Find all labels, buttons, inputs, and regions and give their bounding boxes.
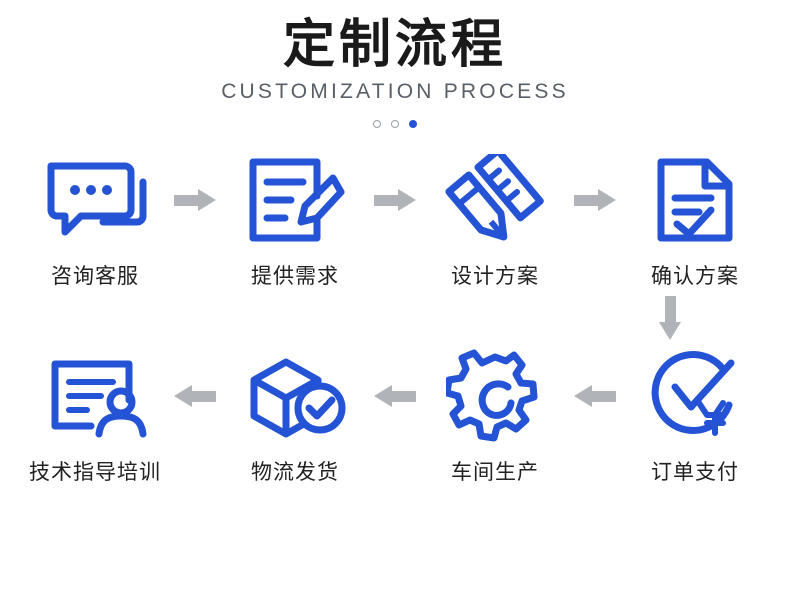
page-title: 定制流程	[282, 15, 507, 75]
arrow-left-icon	[570, 346, 620, 446]
process-row-2: 技术指导培训 物流发货	[0, 346, 790, 486]
pen-ruler-icon	[443, 150, 547, 250]
document-check-icon	[647, 150, 743, 250]
step-label: 设计方案	[451, 264, 539, 289]
step-label: 技术指导培训	[29, 460, 161, 485]
step-label: 提供需求	[251, 264, 339, 289]
document-pencil-icon	[245, 150, 345, 250]
step-logistics-shipping: 物流发货	[220, 346, 370, 486]
box-check-icon	[242, 346, 348, 446]
step-order-payment: 订单支付	[620, 346, 770, 486]
page-subtitle: CUSTOMIZATION PROCESS	[221, 80, 569, 104]
process-flow: 咨询客服 提供需求	[0, 150, 790, 486]
certificate-person-icon	[43, 346, 147, 446]
step-label: 物流发货	[251, 460, 339, 485]
process-row-1: 咨询客服 提供需求	[0, 150, 790, 290]
step-label: 咨询客服	[51, 264, 139, 289]
step-label: 确认方案	[651, 264, 739, 289]
dot-outline-icon	[373, 120, 381, 129]
arrow-right-icon	[170, 150, 220, 250]
step-design-plan: 设计方案	[420, 150, 570, 290]
dot-outline-icon	[391, 120, 399, 129]
step-workshop-production: 车间生产	[420, 346, 570, 486]
step-consult-service: 咨询客服	[20, 150, 170, 290]
arrow-right-icon	[370, 150, 420, 250]
arrow-right-icon	[570, 150, 620, 250]
header: 定制流程 CUSTOMIZATION PROCESS	[0, 0, 790, 129]
decorative-dots	[0, 120, 790, 129]
arrow-left-icon	[170, 346, 220, 446]
step-confirm-plan: 确认方案	[620, 150, 770, 290]
arrow-down-icon	[659, 296, 681, 341]
step-provide-requirements: 提供需求	[220, 150, 370, 290]
dot-filled-icon	[409, 120, 417, 129]
step-label: 车间生产	[451, 460, 539, 485]
gear-wrench-icon	[446, 346, 544, 446]
chat-bubbles-icon	[41, 150, 149, 250]
clock-yuan-icon	[645, 346, 745, 446]
step-technical-training: 技术指导培训	[20, 346, 170, 486]
down-arrow-row	[0, 290, 790, 342]
arrow-left-icon	[370, 346, 420, 446]
step-label: 订单支付	[651, 460, 739, 485]
